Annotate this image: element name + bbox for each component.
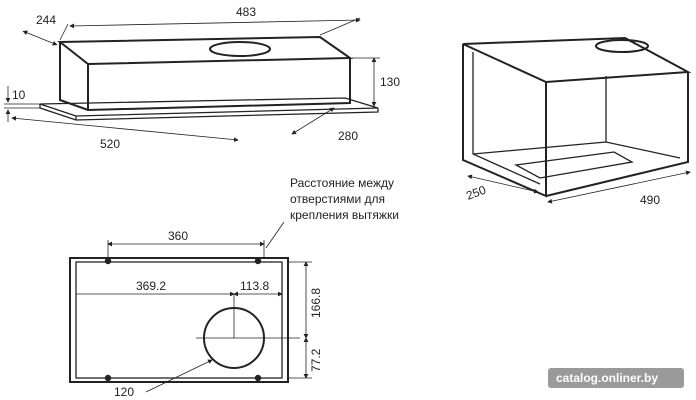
dim-lip: 10 [12, 88, 26, 102]
watermark: catalog.onliner.by [548, 368, 684, 388]
dim-niche-depth: 250 [464, 183, 488, 203]
dim-outlet-from-front: 77.2 [309, 348, 323, 372]
mount-hole-tl [104, 257, 112, 265]
niche-outlet-hole [595, 39, 649, 53]
watermark-text: catalog.onliner.by [556, 371, 658, 385]
box-front [59, 42, 351, 112]
mount-hole-bl [104, 374, 112, 382]
note-line-2: отверстиями для [290, 192, 385, 206]
box-top [57, 35, 354, 66]
note-line-3: крепления вытяжки [290, 208, 399, 222]
niche-top [462, 36, 692, 84]
plan-outline [69, 257, 289, 383]
mount-hole-br [254, 374, 262, 382]
dim-outlet-offset-h: 113.8 [240, 279, 269, 293]
iso-view-left: 244 483 130 10 520 280 [4, 5, 400, 151]
dim-outlet-offset-x: 369.2 [136, 279, 166, 293]
dim-depth-top: 244 [36, 13, 56, 27]
mount-hole-tr [254, 257, 262, 265]
outlet-hole [209, 41, 271, 57]
dim-hole-spacing: 360 [168, 229, 188, 243]
note-line-1: Расстояние между [290, 176, 394, 190]
plan-view: Расстояние между отверстиями для креплен… [69, 176, 399, 399]
iso-view-right: 250 490 [462, 36, 692, 207]
dim-outlet-offset-y: 166.8 [309, 288, 323, 318]
dim-niche-width: 490 [640, 193, 660, 207]
dim-width-bottom: 520 [100, 137, 120, 151]
dim-outlet-diameter: 120 [114, 385, 134, 399]
dim-width-top: 483 [236, 5, 256, 19]
dim-depth-bottom: 280 [338, 129, 358, 143]
dim-height: 130 [380, 75, 400, 89]
